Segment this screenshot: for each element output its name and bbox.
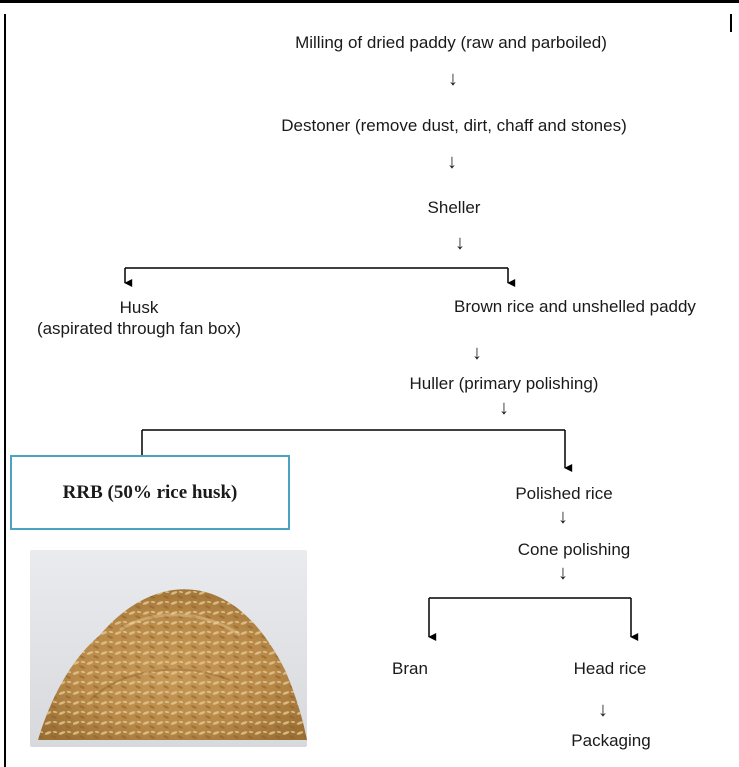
rrb-box: RRB (50% rice husk) bbox=[10, 455, 290, 530]
step-milling: Milling of dried paddy (raw and parboile… bbox=[295, 33, 607, 53]
down-arrow-icon: ↓ bbox=[598, 700, 608, 720]
rrb-label: RRB (50% rice husk) bbox=[63, 482, 238, 504]
step-huller: Huller (primary polishing) bbox=[410, 374, 599, 394]
step-brown-rice: Brown rice and unshelled paddy bbox=[454, 297, 696, 317]
down-arrow-icon: ↓ bbox=[455, 233, 465, 253]
step-packaging: Packaging bbox=[571, 731, 650, 751]
down-arrow-icon: ↓ bbox=[472, 343, 482, 363]
down-arrow-icon: ↓ bbox=[448, 69, 458, 89]
down-arrow-icon: ↓ bbox=[447, 152, 457, 172]
step-head-rice: Head rice bbox=[574, 659, 647, 679]
step-cone-polishing: Cone polishing bbox=[518, 540, 630, 560]
rice-husk-photo bbox=[30, 550, 307, 747]
down-arrow-icon: ↓ bbox=[558, 507, 568, 527]
step-bran: Bran bbox=[392, 659, 428, 679]
step-sheller: Sheller bbox=[428, 198, 481, 218]
step-destoner: Destoner (remove dust, dirt, chaff and s… bbox=[281, 116, 627, 136]
husk-title: Husk bbox=[14, 297, 264, 318]
step-husk: Husk (aspirated through fan box) bbox=[14, 297, 264, 339]
husk-subtitle: (aspirated through fan box) bbox=[14, 318, 264, 339]
down-arrow-icon: ↓ bbox=[499, 398, 509, 418]
step-polished-rice: Polished rice bbox=[515, 484, 612, 504]
down-arrow-icon: ↓ bbox=[558, 563, 568, 583]
